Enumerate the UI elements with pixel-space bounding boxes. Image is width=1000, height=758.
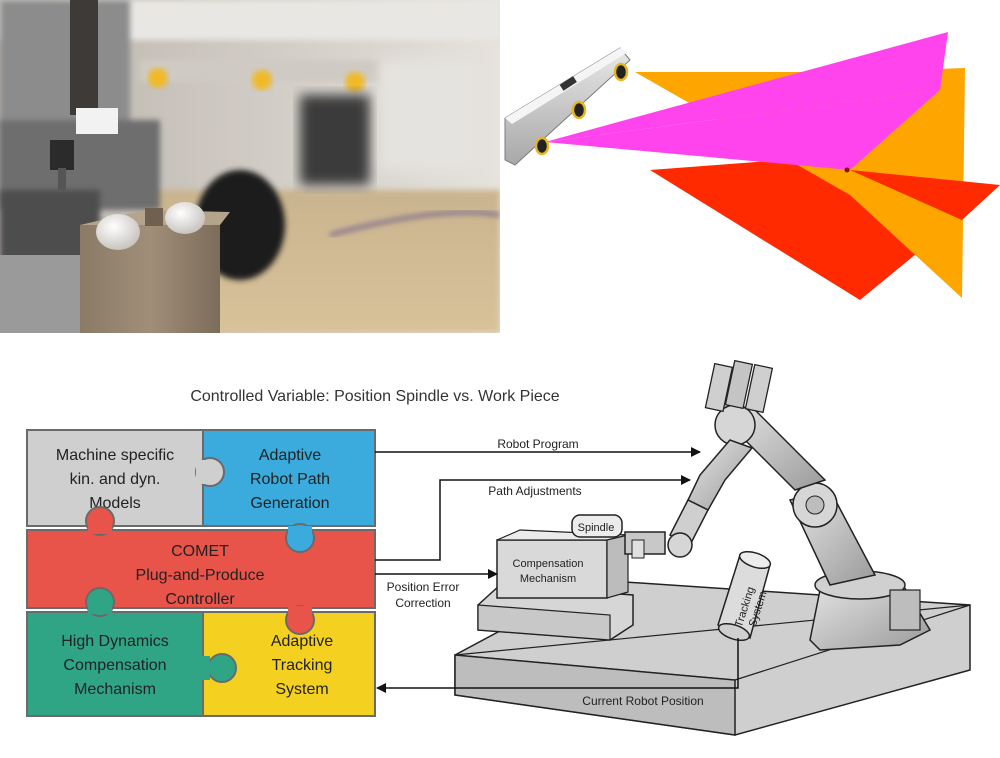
adaptive-tracking-line1: Adaptive bbox=[271, 633, 333, 650]
photo-sphere-right bbox=[165, 202, 205, 234]
tracking-sensor-illustration bbox=[500, 0, 1000, 333]
lab-photo-illustration bbox=[0, 0, 500, 333]
sensor-fov-svg bbox=[504, 32, 1000, 300]
high-dynamics-line1: High Dynamics bbox=[61, 633, 169, 650]
current-robot-position-label: Current Robot Position bbox=[582, 694, 703, 708]
high-dynamics-line3: Mechanism bbox=[74, 681, 156, 698]
camera-lens-middle bbox=[571, 100, 587, 120]
path-adjustments-label: Path Adjustments bbox=[488, 484, 581, 498]
photo-sphere-left bbox=[96, 214, 140, 250]
adaptive-tracking-line3: System bbox=[275, 681, 328, 698]
adaptive-tracking-line2: Tracking bbox=[272, 657, 333, 674]
magenta-field-of-view bbox=[545, 32, 948, 142]
robot-tool-flange bbox=[624, 531, 666, 555]
camera-lens-left bbox=[534, 136, 550, 156]
camera-lens-right bbox=[613, 62, 629, 82]
puzzle-piece-adaptive-path: Adaptive Robot Path Generation bbox=[202, 429, 376, 527]
lab-photo bbox=[0, 0, 500, 333]
comet-line3: Controller bbox=[165, 591, 235, 608]
puzzle-piece-high-dynamics: High Dynamics Compensation Mechanism bbox=[26, 611, 204, 717]
adaptive-path-line2: Robot Path bbox=[250, 471, 330, 488]
spindle: Spindle bbox=[571, 514, 623, 538]
machine-models-line1: Machine specific bbox=[56, 447, 174, 464]
tracking-camera-bar bbox=[504, 47, 631, 166]
photo-probe-holder bbox=[76, 108, 118, 134]
spindle-label: Spindle bbox=[578, 522, 615, 534]
adaptive-path-line1: Adaptive bbox=[259, 447, 321, 464]
puzzle-piece-comet-controller: COMET Plug-and-Produce Controller bbox=[26, 529, 376, 609]
knob-green-into-yellow bbox=[207, 653, 237, 683]
puzzle-piece-machine-models: Machine specific kin. and dyn. Models bbox=[26, 429, 204, 527]
robot-wrist bbox=[667, 532, 693, 558]
diagram-title: Controlled Variable: Position Spindle vs… bbox=[190, 388, 559, 405]
compensation-mechanism-box: Compensation Mechanism bbox=[496, 529, 629, 599]
comet-line2: Plug-and-Produce bbox=[136, 567, 265, 584]
robot-forearm bbox=[687, 439, 754, 511]
position-error-label-line2: Correction bbox=[395, 596, 450, 610]
position-error-label-line1: Position Error bbox=[387, 580, 460, 594]
robot-counterweight bbox=[704, 359, 774, 414]
compensation-label-line2: Mechanism bbox=[520, 573, 576, 585]
diagram-svg: Controlled Variable: Position Spindle vs… bbox=[26, 359, 971, 736]
path-adjustments-arrow bbox=[375, 475, 691, 561]
comet-system-diagram: Controlled Variable: Position Spindle vs… bbox=[0, 340, 1000, 758]
high-dynamics-line2: Compensation bbox=[63, 657, 166, 674]
industrial-robot-arm bbox=[624, 359, 932, 651]
adaptive-path-line3: Generation bbox=[250, 495, 329, 512]
compensation-label-line1: Compensation bbox=[513, 558, 584, 570]
current-robot-position-arrow bbox=[376, 638, 739, 693]
machine-models-line2: kin. and dyn. bbox=[70, 471, 161, 488]
robot-program-label: Robot Program bbox=[497, 437, 578, 451]
comet-line1: COMET bbox=[171, 543, 229, 560]
